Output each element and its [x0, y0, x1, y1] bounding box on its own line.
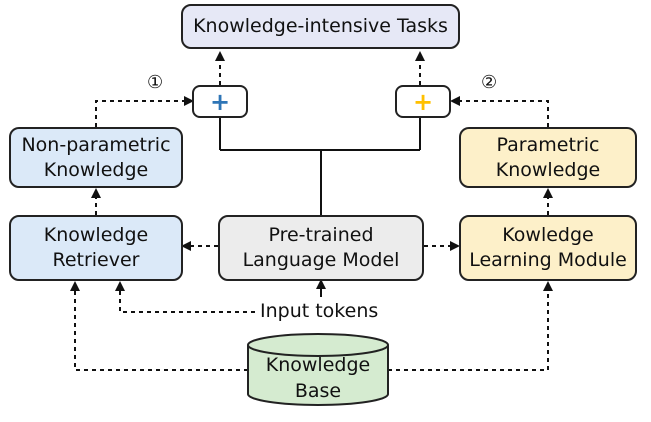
nonparam-line1: Non-parametric	[21, 133, 171, 156]
retriever-line2: Retriever	[52, 249, 140, 271]
klm-line1: Kowledge	[502, 224, 594, 246]
kb-line2: Base	[294, 380, 342, 402]
retriever-line1: Knowledge	[43, 224, 149, 246]
right-plus-operator: +	[395, 85, 451, 118]
pretrained-language-model-box: Pre-trained Language Model	[218, 215, 424, 281]
nonparam-line2: Knowledge	[43, 158, 149, 181]
knowledge-base-cylinder	[247, 333, 389, 406]
plm-line1: Pre-trained	[268, 224, 374, 246]
plm-line2: Language Model	[242, 249, 400, 271]
param-to-plus-arrow	[450, 96, 549, 127]
klm-line2: Learning Module	[469, 249, 627, 271]
marker-two: ②	[481, 72, 498, 93]
right-plus-symbol: +	[412, 87, 434, 116]
plm-to-plus-connector	[219, 118, 421, 215]
kb-to-klm-arrow	[388, 281, 553, 371]
knowledge-intensive-tasks-box: Knowledge-intensive Tasks	[181, 4, 460, 49]
param-line2: Knowledge	[495, 158, 601, 181]
parametric-knowledge-box: Parametric Knowledge	[459, 127, 637, 188]
input-to-retriever-arrow	[115, 281, 255, 313]
tasks-label: Knowledge-intensive Tasks	[193, 15, 448, 37]
nonparam-to-plus-arrow	[95, 96, 194, 127]
knowledge-learning-module-box: Kowledge Learning Module	[459, 215, 637, 281]
param-line1: Parametric	[496, 133, 600, 156]
left-plus-operator: +	[192, 85, 248, 118]
input-tokens-label: Input tokens	[260, 300, 379, 322]
knowledge-retriever-box: Knowledge Retriever	[9, 215, 183, 281]
left-plus-symbol: +	[209, 87, 231, 116]
kb-to-retriever-arrow	[70, 281, 248, 371]
marker-one: ①	[147, 72, 164, 93]
kb-line1: Knowledge	[265, 354, 371, 376]
non-parametric-knowledge-box: Non-parametric Knowledge	[9, 127, 183, 188]
